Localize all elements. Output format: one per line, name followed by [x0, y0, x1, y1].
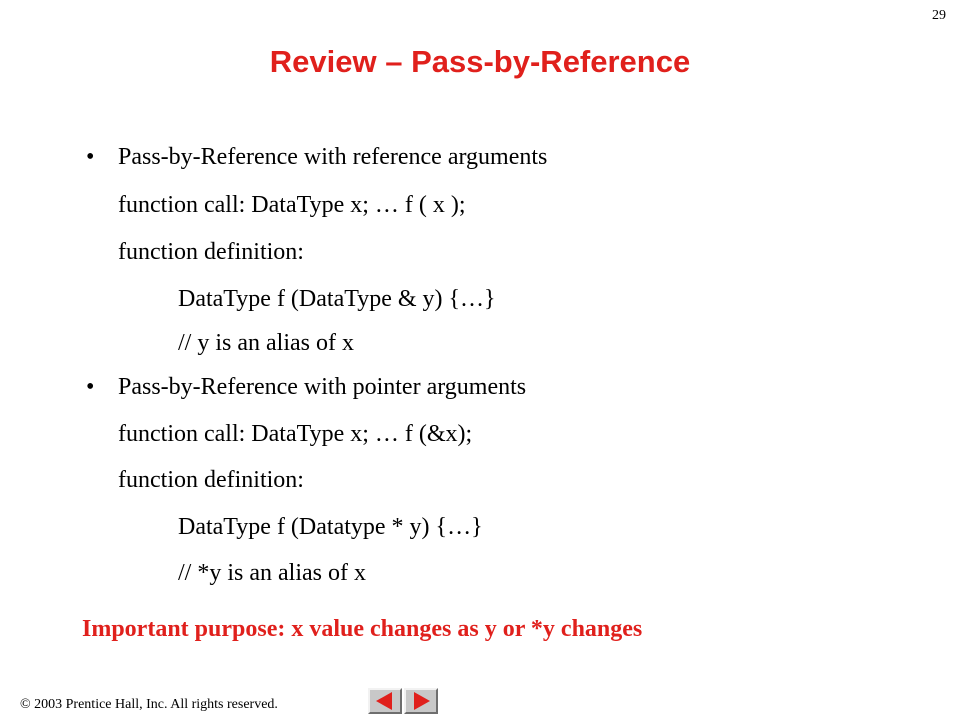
- previous-slide-button[interactable]: [368, 688, 402, 714]
- bullet-marker: •: [86, 374, 95, 400]
- bullet-line: function call: DataType x; … f ( x );: [118, 192, 466, 218]
- bullet-heading: Pass-by-Reference with pointer arguments: [118, 374, 527, 400]
- code-line: DataType f (Datatype * y) {…}: [178, 514, 483, 540]
- code-line: DataType f (DataType & y) {…}: [178, 286, 496, 312]
- bullet-line: function definition:: [118, 239, 304, 265]
- slide-title: Review – Pass-by-Reference: [269, 44, 691, 79]
- copyright-footer: © 2003 Prentice Hall, Inc. All rights re…: [20, 697, 278, 712]
- triangle-right-icon: [414, 692, 430, 710]
- important-note: Important purpose: x value changes as y …: [82, 616, 643, 642]
- bullet-line: function call: DataType x; … f (&x);: [118, 421, 473, 447]
- triangle-left-icon: [376, 692, 392, 710]
- page-number: 29: [932, 8, 946, 23]
- code-comment: // y is an alias of x: [178, 330, 354, 356]
- bullet-heading: Pass-by-Reference with reference argumen…: [118, 144, 548, 170]
- bullet-line: function definition:: [118, 467, 304, 493]
- code-comment: // *y is an alias of x: [178, 560, 366, 586]
- next-slide-button[interactable]: [404, 688, 438, 714]
- bullet-marker: •: [86, 144, 95, 170]
